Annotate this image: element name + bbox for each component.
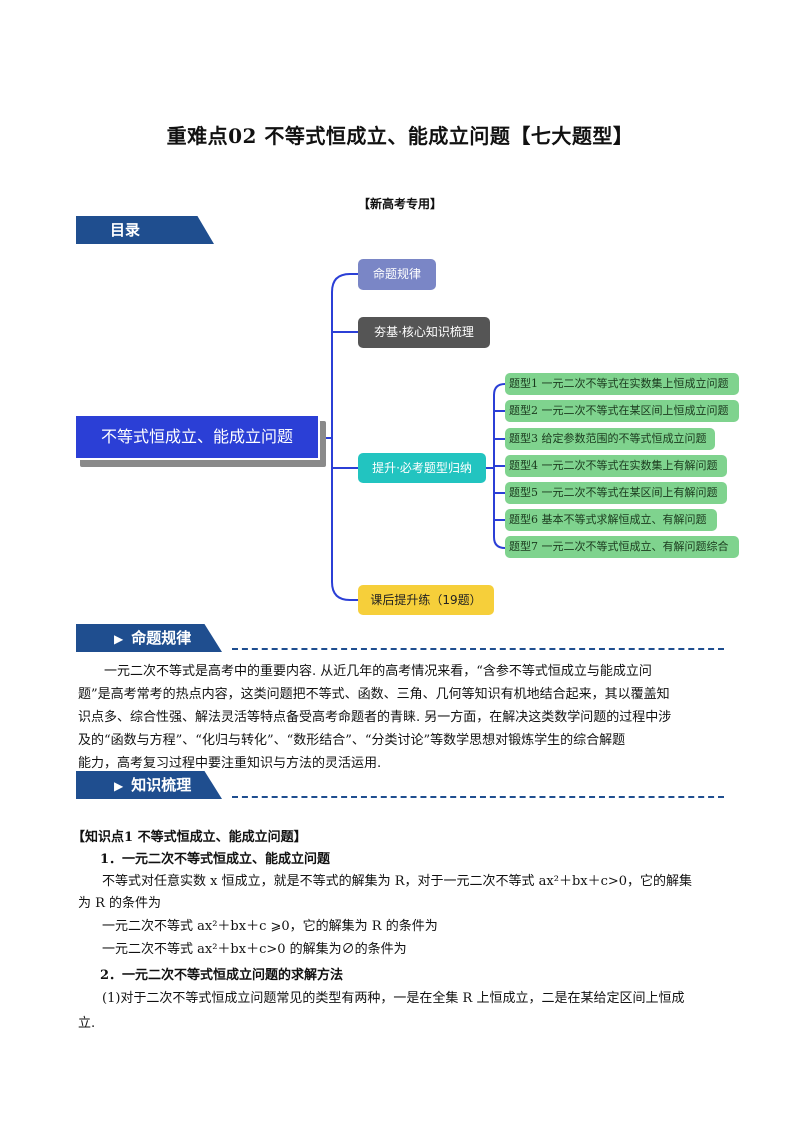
section-banner-mingti: ▶ 命题规律 — [76, 624, 222, 652]
page-title: 重难点02 不等式恒成立、能成立问题【七大题型】 — [166, 124, 634, 148]
section-banner-zhishi: ▶ 知识梳理 — [76, 771, 222, 799]
type-item-6: 题型6 基本不等式求解恒成立、有解问题 — [505, 509, 717, 531]
paragraph-line: (1)对于二次不等式恒成立问题常见的类型有两种，一是在全集 R 上恒成立，二是在… — [102, 991, 685, 1006]
branch-hangji: 夯基·核心知识梳理 — [358, 317, 490, 348]
toc-banner-label: 目录 — [110, 221, 141, 239]
paragraph-line: 识点多、综合性强、解法灵活等特点备受高考命题者的青睐. 另一方面，在解决这类数学… — [78, 710, 672, 725]
paragraph-line: 一元二次不等式是高考中的重要内容. 从近几年的高考情况来看，“含参不等式恒成立与… — [104, 664, 652, 679]
type-item-7: 题型7 一元二次不等式恒成立、有解问题综合 — [505, 536, 739, 558]
branch-mingti: 命题规律 — [358, 259, 436, 290]
toc-banner: 目录 — [76, 216, 214, 244]
page-subtitle: 【新高考专用】 — [357, 197, 442, 211]
knowledge-point-title: 【知识点1 不等式恒成立、能成立问题】 — [72, 830, 307, 845]
branch-tisheng: 提升·必考题型归纳 — [358, 453, 486, 483]
section-divider — [232, 648, 724, 650]
branch-kehou: 课后提升练（19题） — [358, 585, 494, 615]
type-item-1: 题型1 一元二次不等式在实数集上恒成立问题 — [505, 373, 739, 395]
paragraph-line: 立. — [78, 1016, 96, 1031]
type-item-2: 题型2 一元二次不等式在某区间上恒成立问题 — [505, 400, 739, 422]
mindmap-connectors — [320, 273, 506, 601]
play-triangle-icon: ▶ — [114, 779, 124, 793]
paragraph-line: 一元二次不等式 ax²＋bx＋c>0 的解集为∅的条件为 — [102, 942, 407, 957]
subheading-2: 2．一元二次不等式恒成立问题的求解方法 — [100, 968, 344, 983]
subheading-1: 1．一元二次不等式恒成立、能成立问题 — [100, 852, 331, 867]
play-triangle-icon: ▶ — [114, 632, 124, 646]
paragraph-line: 能力，高考复习过程中要注重知识与方法的灵活运用. — [78, 756, 382, 771]
type-item-4: 题型4 一元二次不等式在实数集上有解问题 — [505, 455, 727, 477]
section-mingti-text: 一元二次不等式是高考中的重要内容. 从近几年的高考情况来看，“含参不等式恒成立与… — [78, 660, 728, 775]
type-item-3: 题型3 给定参数范围的不等式恒成立问题 — [505, 428, 715, 450]
paragraph-line: 及的“函数与方程”、“化归与转化”、“数形结合”、“分类讨论”等数学思想对锻炼学… — [78, 733, 626, 748]
section-banner-label: 命题规律 — [131, 629, 192, 647]
mindmap-root: 不等式恒成立、能成立问题 — [74, 414, 320, 460]
type-item-5: 题型5 一元二次不等式在某区间上有解问题 — [505, 482, 727, 504]
paragraph-line: 不等式对任意实数 x 恒成立，就是不等式的解集为 R，对于一元二次不等式 ax²… — [102, 874, 693, 889]
paragraph-line: 题”是高考常考的热点内容，这类问题把不等式、函数、三角、几何等知识有机地结合起来… — [78, 687, 670, 702]
section-banner-label: 知识梳理 — [131, 776, 192, 794]
paragraph-line: 为 R 的条件为 — [78, 896, 162, 911]
section-divider — [232, 796, 724, 798]
paragraph-line: 一元二次不等式 ax²＋bx＋c ⩾0，它的解集为 R 的条件为 — [102, 919, 438, 934]
